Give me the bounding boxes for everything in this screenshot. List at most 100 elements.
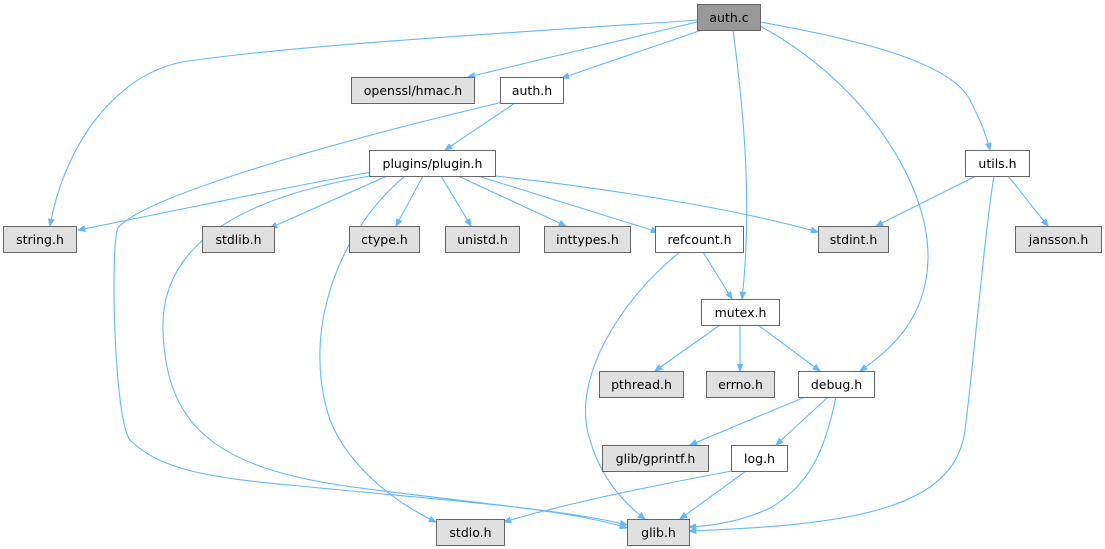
- edge-path: [732, 29, 748, 299]
- node-label: errno.h: [718, 377, 763, 392]
- node-openssl-hmac-h: openssl/hmac.h: [351, 77, 475, 104]
- node-label: stdint.h: [830, 232, 878, 247]
- edge-mutex-h-to-debug-h: [757, 324, 820, 371]
- node-box: [202, 226, 275, 253]
- edge-log-h-to-stdio-h: [504, 469, 738, 522]
- node-box: [965, 150, 1030, 177]
- node-debug-h[interactable]: debug.h: [798, 371, 875, 398]
- node-box: [351, 77, 475, 104]
- node-label: ctype.h: [361, 232, 408, 247]
- node-utils-h[interactable]: utils.h: [965, 150, 1030, 177]
- edge-auth-c-to-openssl-hmac-h: [468, 21, 698, 77]
- edge-plugins-plugin-h-to-glib-h: [162, 175, 627, 528]
- edge-auth-h-to-glib-h: [113, 101, 627, 525]
- edge-utils-h-to-jansson-h: [1007, 175, 1048, 226]
- edge-path: [876, 175, 977, 226]
- edge-debug-h-to-log-h: [776, 396, 829, 445]
- node-box: [445, 226, 520, 253]
- edge-path: [504, 469, 738, 522]
- edge-auth-h-to-plugins-plugin-h: [445, 102, 516, 150]
- edge-plugins-plugin-h-to-inttypes-h: [457, 175, 566, 226]
- node-label: auth.h: [512, 83, 552, 98]
- edge-path: [690, 396, 806, 445]
- edge-utils-h-to-glib-h: [689, 175, 995, 531]
- node-label: auth.c: [709, 10, 748, 25]
- edge-path: [759, 25, 929, 371]
- edge-path: [468, 21, 698, 77]
- node-jansson-h: jansson.h: [1015, 226, 1102, 253]
- edge-plugins-plugin-h-to-refcount-h: [477, 175, 658, 232]
- edge-path: [113, 101, 627, 525]
- node-label: stdlib.h: [215, 232, 261, 247]
- node-label: debug.h: [811, 377, 862, 392]
- edges-layer: [50, 19, 1048, 531]
- edge-debug-h-to-glib-h: [689, 396, 837, 527]
- node-label: openssl/hmac.h: [364, 83, 462, 98]
- node-stdint-h: stdint.h: [818, 226, 889, 253]
- node-label: inttypes.h: [556, 232, 619, 247]
- edge-path: [776, 396, 829, 445]
- edge-debug-h-to-glib-gprintf-h: [690, 396, 806, 445]
- edge-path: [457, 175, 566, 226]
- edge-path: [50, 19, 698, 226]
- edge-path: [270, 175, 388, 228]
- node-errno-h: errno.h: [706, 371, 775, 398]
- node-inttypes-h: inttypes.h: [544, 226, 631, 253]
- node-mutex-h[interactable]: mutex.h: [701, 299, 780, 326]
- node-box: [544, 226, 631, 253]
- node-label: unistd.h: [457, 232, 508, 247]
- node-box: [655, 226, 744, 253]
- edge-path: [445, 102, 516, 150]
- node-box: [818, 226, 889, 253]
- edge-path: [494, 175, 818, 232]
- node-box: [627, 519, 690, 546]
- edge-path: [759, 21, 990, 150]
- edge-mutex-h-to-pthread-h: [655, 324, 721, 371]
- node-auth-h[interactable]: auth.h: [500, 77, 564, 104]
- node-log-h[interactable]: log.h: [731, 445, 788, 472]
- edge-path: [440, 175, 471, 226]
- edge-plugins-plugin-h-to-unistd-h: [440, 175, 471, 226]
- node-label: log.h: [744, 451, 775, 466]
- edge-path: [162, 175, 627, 528]
- node-label: refcount.h: [667, 232, 731, 247]
- node-glib-h: glib.h: [627, 519, 690, 546]
- node-label: string.h: [16, 232, 64, 247]
- edge-plugins-plugin-h-to-stdint-h: [494, 175, 818, 232]
- node-box: [701, 299, 780, 326]
- edge-path: [757, 324, 820, 371]
- node-label: utils.h: [978, 156, 1016, 171]
- node-auth-c[interactable]: auth.c: [697, 4, 761, 31]
- node-string-h: string.h: [3, 226, 77, 253]
- node-pthread-h: pthread.h: [599, 371, 684, 398]
- edge-auth-c-to-debug-h: [759, 25, 929, 371]
- node-label: plugins/plugin.h: [383, 156, 483, 171]
- node-glib-gprintf-h: glib/gprintf.h: [602, 445, 709, 472]
- node-label: jansson.h: [1028, 232, 1089, 247]
- node-box: [500, 77, 564, 104]
- node-label: mutex.h: [715, 305, 767, 320]
- edge-plugins-plugin-h-to-ctype-h: [396, 175, 424, 226]
- edge-refcount-h-to-mutex-h: [702, 251, 732, 299]
- edge-path: [78, 171, 373, 230]
- edge-path: [655, 324, 721, 371]
- edge-utils-h-to-stdint-h: [876, 175, 977, 226]
- node-plugins-plugin-h[interactable]: plugins/plugin.h: [369, 150, 496, 177]
- edge-path: [1007, 175, 1048, 226]
- node-box: [349, 226, 420, 253]
- node-refcount-h[interactable]: refcount.h: [655, 226, 744, 253]
- edge-auth-c-to-mutex-h: [732, 29, 748, 299]
- node-box: [731, 445, 788, 472]
- edge-auth-c-to-string-h: [50, 19, 698, 226]
- node-box: [436, 519, 505, 546]
- node-stdlib-h: stdlib.h: [202, 226, 275, 253]
- edge-auth-c-to-utils-h: [759, 21, 990, 150]
- edge-log-h-to-glib-h: [680, 470, 747, 519]
- node-box: [3, 226, 77, 253]
- node-label: pthread.h: [611, 377, 672, 392]
- edge-refcount-h-to-glib-h: [585, 251, 681, 519]
- node-label: glib.h: [641, 525, 676, 540]
- edge-plugins-plugin-h-to-string-h: [78, 171, 373, 230]
- node-unistd-h: unistd.h: [445, 226, 520, 253]
